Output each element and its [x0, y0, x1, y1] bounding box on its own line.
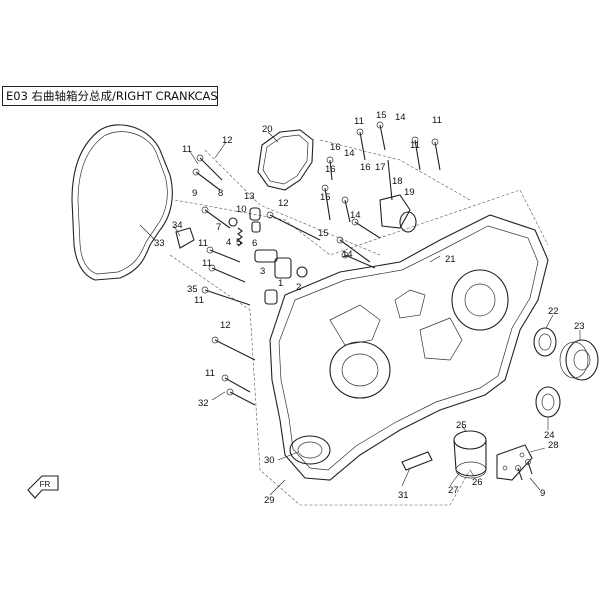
bearing-24: [535, 386, 561, 418]
callout-27: 27: [448, 485, 459, 496]
callout-17: 17: [375, 162, 386, 173]
callout-16: 16: [330, 142, 341, 153]
callout-18: 18: [392, 176, 403, 187]
callout-11: 11: [432, 115, 442, 126]
pump-housing-18-19: [379, 159, 417, 233]
bolt-set: [192, 121, 533, 481]
front-direction-marker: FR: [27, 475, 59, 499]
callout-9: 9: [192, 188, 197, 199]
callout-31: 31: [398, 490, 409, 501]
callout-33: 33: [154, 238, 165, 249]
callout-11: 11: [205, 368, 215, 379]
front-marker-label: FR: [40, 480, 51, 489]
callout-11: 11: [198, 238, 208, 249]
gasket-20: [257, 129, 314, 191]
callout-15: 15: [318, 228, 329, 239]
callout-23: 23: [574, 321, 585, 332]
bearing-23: [559, 339, 599, 381]
callout-29: 29: [264, 495, 275, 506]
callout-4: 4: [226, 237, 231, 248]
callout-16: 16: [360, 162, 371, 173]
callout-3: 3: [260, 266, 265, 277]
small-parts-cluster: [175, 207, 308, 305]
gasket-33: [71, 124, 173, 281]
callout-14: 14: [395, 112, 406, 123]
callout-14: 14: [344, 148, 355, 159]
bearing-22: [533, 327, 557, 357]
callout-2: 2: [296, 282, 301, 293]
callout-30: 30: [264, 455, 275, 466]
callout-21: 21: [445, 254, 456, 265]
callout-15: 15: [320, 192, 331, 203]
callout-20: 20: [262, 124, 273, 135]
callout-19: 19: [404, 187, 415, 198]
callout-35: 35: [187, 284, 198, 295]
callout-6: 6: [252, 238, 257, 249]
bushing-25-26: [453, 430, 487, 479]
pin-31: [401, 451, 433, 471]
callout-11: 11: [410, 140, 420, 151]
callout-28: 28: [548, 440, 559, 451]
callout-26: 26: [472, 477, 483, 488]
callout-14: 14: [350, 210, 361, 221]
callout-7: 7: [216, 222, 221, 233]
callout-10: 10: [236, 204, 247, 215]
callout-13: 13: [244, 191, 255, 202]
callout-22: 22: [548, 306, 559, 317]
callout-24: 24: [544, 430, 555, 441]
callout-11: 11: [354, 116, 364, 127]
callout-12: 12: [278, 198, 289, 209]
callout-5: 5: [236, 237, 241, 248]
callout-labels: 12 20 11 15 14 11 11 16 14 11 17 18 19 1…: [154, 110, 585, 506]
callout-25: 25: [456, 420, 467, 431]
callout-16: 16: [325, 164, 336, 175]
callout-32: 32: [198, 398, 209, 409]
leader-lines: [139, 131, 581, 496]
callout-12: 12: [220, 320, 231, 331]
callout-14: 14: [342, 249, 353, 260]
callout-11: 11: [202, 258, 212, 269]
callout-11: 11: [182, 144, 192, 155]
callout-12: 12: [222, 135, 233, 146]
crankcase-body-29: [269, 214, 549, 481]
callout-1: 1: [278, 278, 283, 289]
callout-8: 8: [218, 188, 223, 199]
callout-15: 15: [376, 110, 387, 121]
callout-11: 11: [194, 295, 204, 306]
plate-28: [496, 444, 533, 481]
callout-34: 34: [172, 220, 183, 231]
callout-9: 9: [540, 488, 545, 499]
diagram-title: E03 右曲轴箱分总成/RIGHT CRANKCASE ASSY: [2, 86, 218, 106]
